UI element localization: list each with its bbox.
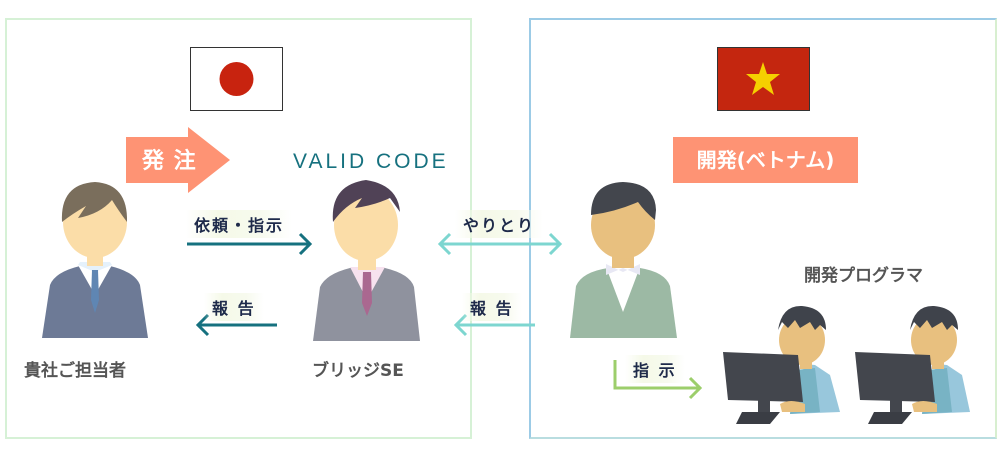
client-label: 貴社ご担当者 (24, 361, 126, 381)
vn-report-label: 報 告 (462, 293, 522, 321)
exchange-double-arrow-icon (437, 232, 563, 256)
programmers-label: 開発プログラマ (804, 266, 923, 286)
order-arrow-shape (126, 127, 230, 193)
japan-flag-icon (190, 47, 283, 111)
valid-code-logo: VALID CODE (293, 150, 449, 173)
instruct-label: 指 示 (625, 355, 685, 383)
vietnam-flag-icon (717, 47, 810, 111)
client-person-icon (42, 182, 148, 338)
vietnam-lead-person-icon (570, 182, 677, 338)
instruct-arrow-icon (613, 360, 703, 400)
exchange-label: やりとり (455, 210, 544, 238)
request-label: 依頼・指示 (186, 210, 293, 238)
bridge-se-label: ブリッジSE (312, 361, 404, 381)
request-arrow-icon (187, 232, 313, 256)
dev-vietnam-label: 開発(ベトナム) (673, 137, 858, 183)
order-label: 発 注 (142, 149, 197, 174)
report-label: 報 告 (204, 293, 264, 321)
programmer-icon (855, 305, 970, 424)
programmer-icon (723, 305, 840, 424)
bridge-se-person-icon (313, 180, 420, 341)
